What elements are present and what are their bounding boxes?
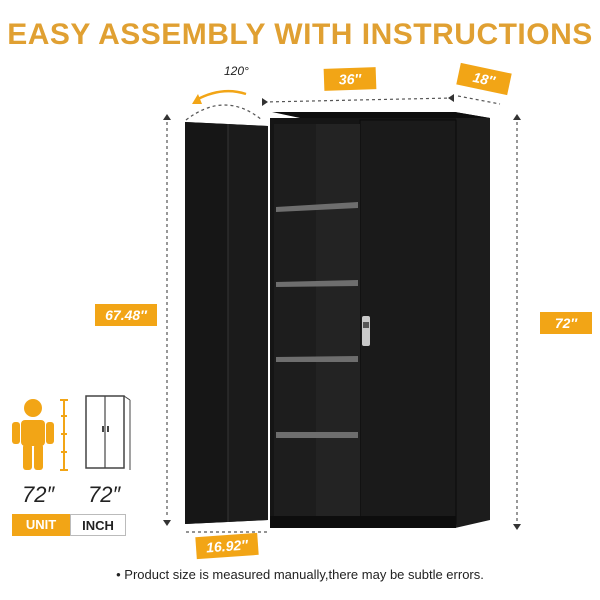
person-height-value: 72″ xyxy=(22,482,55,507)
unit-label: UNIT xyxy=(12,514,70,536)
door-width-tag: 16.92″ xyxy=(195,532,259,560)
measurement-note: • Product size is measured manually,ther… xyxy=(116,567,484,582)
door-angle-label: 120° xyxy=(224,64,249,78)
page-title: EASY ASSEMBLY WITH INSTRUCTIONS xyxy=(7,18,593,51)
mini-cabinet-icon xyxy=(85,395,131,470)
inch-label: INCH xyxy=(70,514,126,536)
inner-height-tag: 67.48″ xyxy=(95,304,157,326)
person-icon xyxy=(12,399,68,471)
width-tag: 36″ xyxy=(323,67,377,91)
cabinet-height-value: 72″ xyxy=(88,482,121,507)
height-tag: 72″ xyxy=(540,312,592,334)
